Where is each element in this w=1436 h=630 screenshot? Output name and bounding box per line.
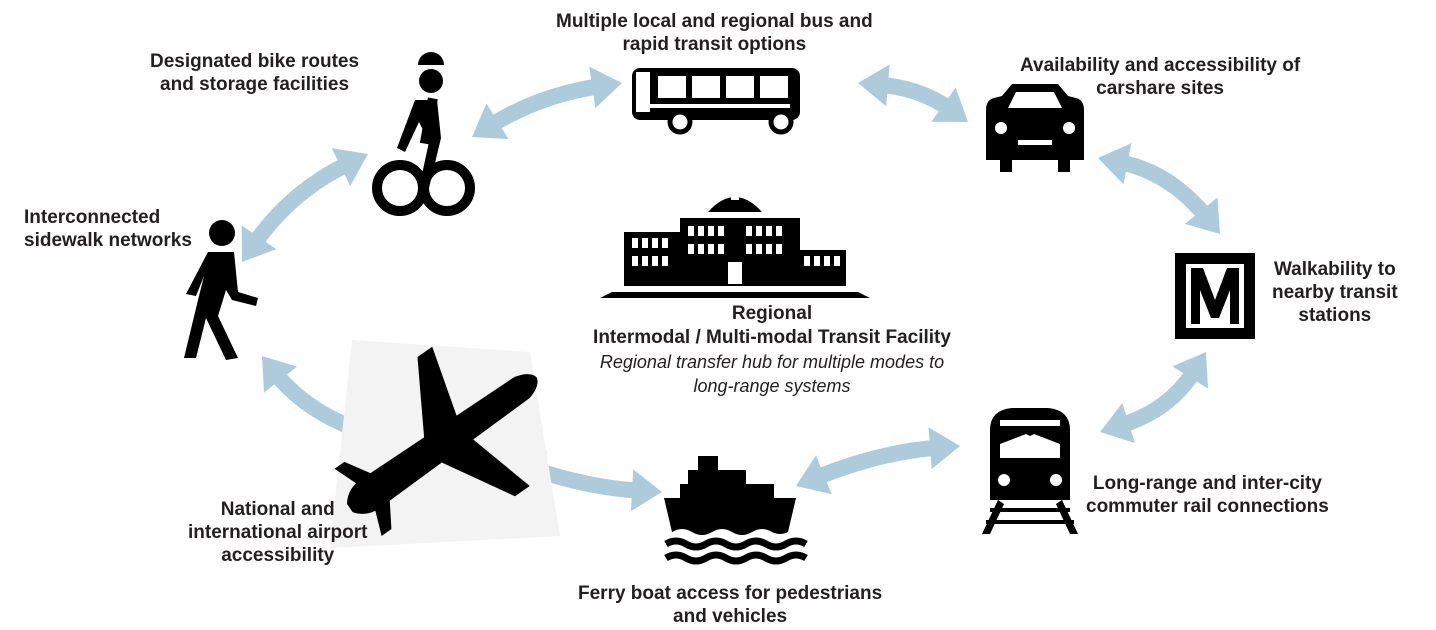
- hub-subtitle-line-1: Regional transfer hub for multiple modes…: [599, 352, 945, 372]
- arrow-car-metro: [1098, 143, 1220, 234]
- hub-subtitle-line-2: long-range systems: [693, 376, 851, 396]
- hub-title-line-2: Intermodal / Multi-modal Transit Facilit…: [593, 327, 951, 348]
- arrowhead-end: [1100, 402, 1135, 444]
- arrow-shaft: [1118, 366, 1202, 434]
- arrow-shaft: [879, 76, 955, 116]
- arrowhead-end: [589, 66, 622, 109]
- metro-m-icon: [1175, 253, 1255, 339]
- arrowhead-start: [241, 225, 277, 262]
- transit-facility-building-icon: [600, 192, 870, 298]
- metro-label: Walkability to nearby transit stations: [1272, 259, 1398, 326]
- arrow-shaft: [1117, 154, 1213, 222]
- arrowhead-end: [1184, 197, 1220, 234]
- hub-title-line-1: Regional: [731, 303, 813, 324]
- arrow-rail-ferry: [796, 427, 960, 495]
- airport-label: National and international airport acces…: [188, 499, 368, 566]
- arrowhead-start: [928, 427, 960, 470]
- bicycle-icon: [372, 52, 475, 216]
- arrowhead-start: [858, 64, 890, 107]
- arrowhead-start: [630, 469, 662, 512]
- arrow-shaft: [813, 439, 939, 486]
- arrowhead-end: [931, 87, 968, 122]
- bike-label: Designated bike routes and storage facil…: [150, 51, 360, 95]
- car-icon: [986, 84, 1084, 172]
- connection-arrows: [241, 64, 1220, 512]
- walk-label: Interconnected sidewalk networks: [24, 207, 192, 251]
- arrowhead-end: [331, 148, 368, 187]
- hub-caption: Regional Intermodal / Multi-modal Transi…: [556, 302, 988, 398]
- arrow-shaft: [247, 156, 352, 249]
- arrow-bus-car: [858, 64, 968, 122]
- airplane-icon: [330, 340, 560, 548]
- pedestrian-icon: [184, 220, 258, 360]
- bus-icon: [632, 68, 800, 135]
- arrow-bike-bus: [472, 66, 622, 140]
- ferry-label: Ferry boat access for pedestrians and ve…: [578, 583, 883, 627]
- arrowhead-start: [1172, 352, 1209, 389]
- rail-label: Long-range and inter-city commuter rail …: [1086, 473, 1329, 517]
- car-label: Availability and accessibility of carsha…: [1020, 55, 1301, 99]
- ferry-icon: [664, 456, 808, 565]
- arrowhead-end: [796, 455, 832, 495]
- arrowhead-start: [472, 103, 509, 140]
- bus-label: Multiple local and regional bus and rapi…: [556, 11, 873, 55]
- arrow-metro-rail: [1100, 352, 1209, 444]
- arrow-walk-bike: [241, 148, 368, 262]
- arrowhead-start: [1098, 143, 1132, 185]
- arrow-shaft: [486, 78, 602, 133]
- arrowhead-end: [262, 356, 298, 393]
- train-icon: [982, 408, 1078, 534]
